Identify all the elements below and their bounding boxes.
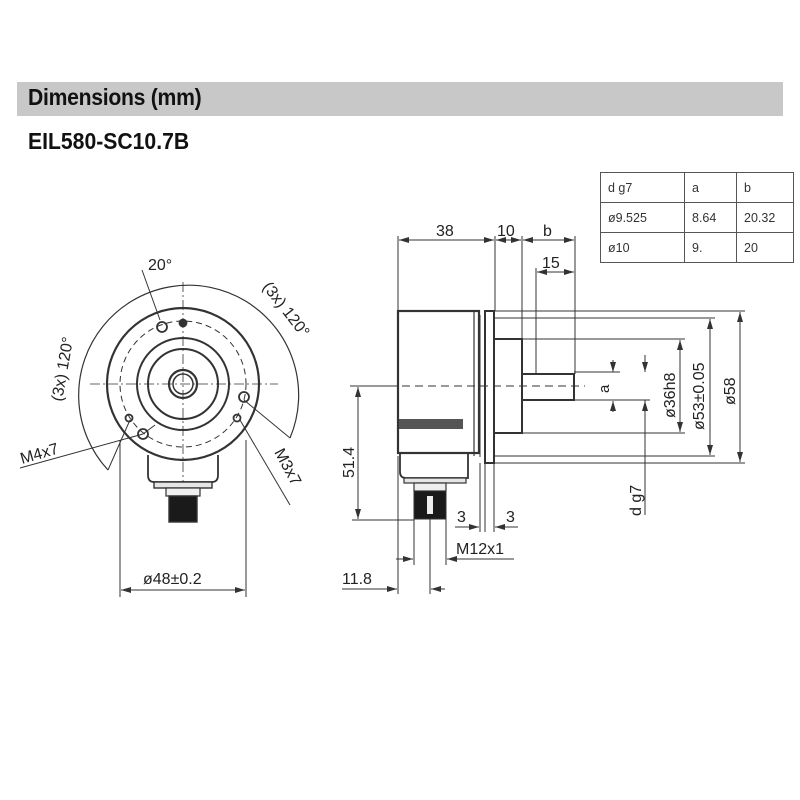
shaft-dimension-table: d g7 a b ø9.525 8.64 20.32 ø10 9. 20 [600, 172, 794, 263]
dia-pilot-label: ø36h8 [662, 373, 679, 418]
header-bar [17, 82, 783, 116]
flat-a-label: a [596, 384, 613, 393]
dia-body-label: ø58 [722, 377, 739, 405]
table-cell: ø9.525 [600, 202, 685, 233]
table-cell: 20 [736, 232, 794, 263]
mount-hole [238, 391, 250, 403]
len-shaft-inner-label: 15 [542, 255, 560, 272]
table-header-row: d g7 a b [600, 172, 794, 203]
table-header-cell: a [684, 172, 737, 203]
table-cell: 8.64 [684, 202, 737, 233]
table-row: ø9.525 8.64 20.32 [600, 202, 794, 233]
section-title: Dimensions (mm) [28, 84, 202, 110]
angle-left-label: (3x) 120° [49, 336, 77, 403]
side-view [342, 236, 745, 594]
thread-right-label: M3x7 [270, 446, 303, 489]
mount-hole [178, 318, 188, 328]
connector-thread-label: M12x1 [456, 541, 504, 558]
height-connector-label: 51.4 [341, 447, 358, 478]
table-cell: ø10 [600, 232, 685, 263]
thread-left-label: M4x7 [18, 441, 60, 468]
table-header-cell: d g7 [600, 172, 685, 203]
mount-hole [156, 321, 168, 333]
front-view [19, 269, 300, 597]
model-name: EIL580-SC10.7B [28, 128, 190, 154]
dia-bolt-label: ø53±0.05 [691, 362, 708, 430]
connector-offset-label: 11.8 [342, 571, 372, 588]
mount-hole [232, 413, 242, 423]
mount-hole [137, 428, 149, 440]
table-row: ø10 9. 20 [600, 232, 794, 263]
table-header-cell: b [736, 172, 794, 203]
len-shaft-label: b [543, 223, 552, 240]
len-body-label: 38 [436, 223, 454, 240]
len-flange-label: 10 [497, 223, 515, 240]
table-cell: 20.32 [736, 202, 794, 233]
angle-right-label: (3x) 120° [259, 279, 312, 341]
width-label: ø48±0.2 [143, 571, 202, 588]
angle-top-label: 20° [148, 257, 172, 274]
table-cell: 9. [684, 232, 737, 263]
gap-right-label: 3 [506, 509, 515, 526]
dia-shaft-label: d g7 [628, 485, 645, 516]
gap-left-label: 3 [457, 509, 466, 526]
